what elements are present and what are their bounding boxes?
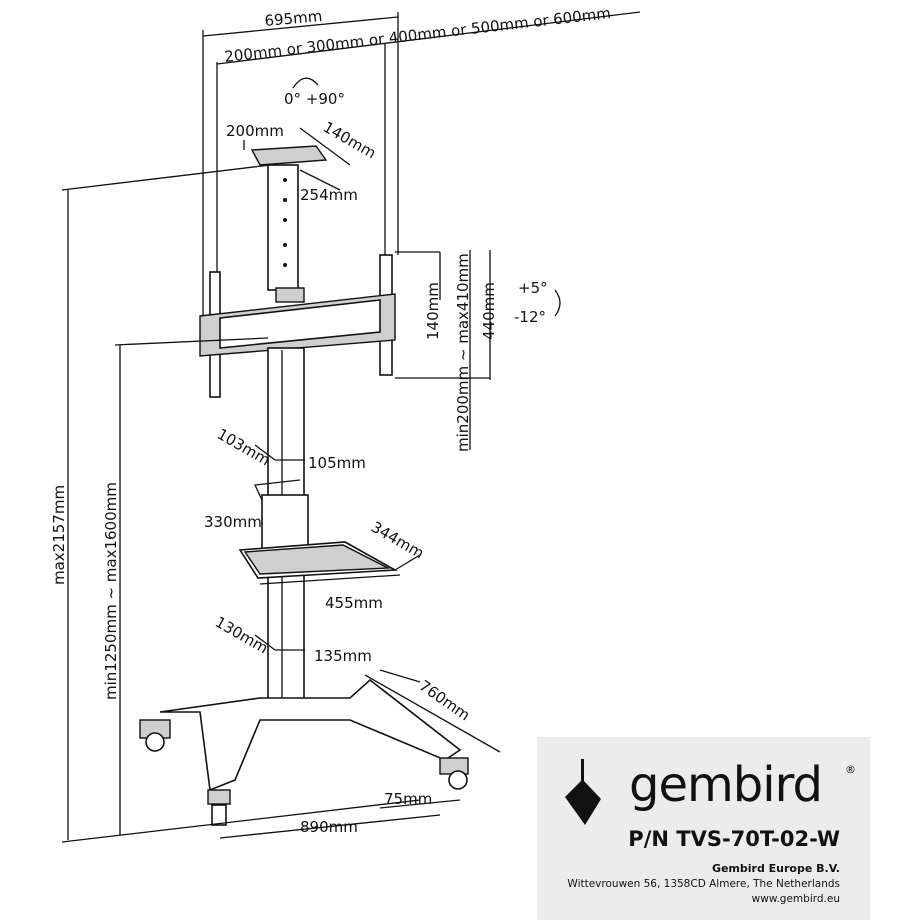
vesa-height-min-label: 140mm <box>424 282 442 340</box>
camera-shelf-width-label: 200mm <box>226 122 284 140</box>
brand-panel: gembird ® P/N TVS-70T-02-W Gembird Europ… <box>537 737 870 920</box>
camera-shelf-depth-label: 140mm <box>320 118 379 163</box>
caster-size-label: 75mm <box>384 790 432 808</box>
company-website: www.gembird.eu <box>751 893 840 905</box>
base <box>159 669 501 792</box>
base-depth-label: 760mm <box>416 677 474 725</box>
brand-name: gembird <box>629 757 823 813</box>
camera-shelf-length-label: 254mm <box>300 186 358 204</box>
upper-pole-width-label: 105mm <box>308 454 366 472</box>
height-dimension-lines <box>61 164 461 843</box>
tilt-up-label: +5° <box>518 279 548 297</box>
pole <box>254 347 309 709</box>
rotation-label: 0° +90° <box>284 90 345 108</box>
company-address: Wittevrouwen 56, 1358CD Almere, The Neth… <box>567 878 840 890</box>
vesa-height-range-label: min200mm ~ max410mm <box>454 253 472 452</box>
middle-shelf <box>238 541 421 585</box>
tilt-arrow-icon <box>554 289 561 317</box>
company-name: Gembird Europe B.V. <box>711 862 840 875</box>
lower-pole-width-label: 135mm <box>314 647 372 665</box>
shelf-depth-label: 330mm <box>204 513 262 531</box>
part-number: P/N TVS-70T-02-W <box>628 827 840 851</box>
camera-shelf <box>243 127 351 291</box>
casters <box>139 719 469 826</box>
max-height-label: max2157mm <box>50 485 68 585</box>
tilt-down-label: -12° <box>514 308 546 326</box>
base-width-label: 890mm <box>300 818 358 836</box>
height-range-label: min1250mm ~ max1600mm <box>102 482 120 700</box>
rotation-arrow-icon <box>292 77 319 89</box>
upper-pole-depth-label: 103mm <box>214 425 273 470</box>
overall-width-label: 695mm <box>264 7 323 30</box>
lower-pole-depth-label: 130mm <box>212 613 271 658</box>
shelf-width-label: 455mm <box>325 594 383 612</box>
bracket-height-label: 440mm <box>480 282 498 340</box>
registered-mark: ® <box>845 763 856 776</box>
tv-bracket <box>199 250 491 450</box>
gembird-logo-icon <box>565 759 601 825</box>
shelf-side-label: 344mm <box>368 518 427 563</box>
